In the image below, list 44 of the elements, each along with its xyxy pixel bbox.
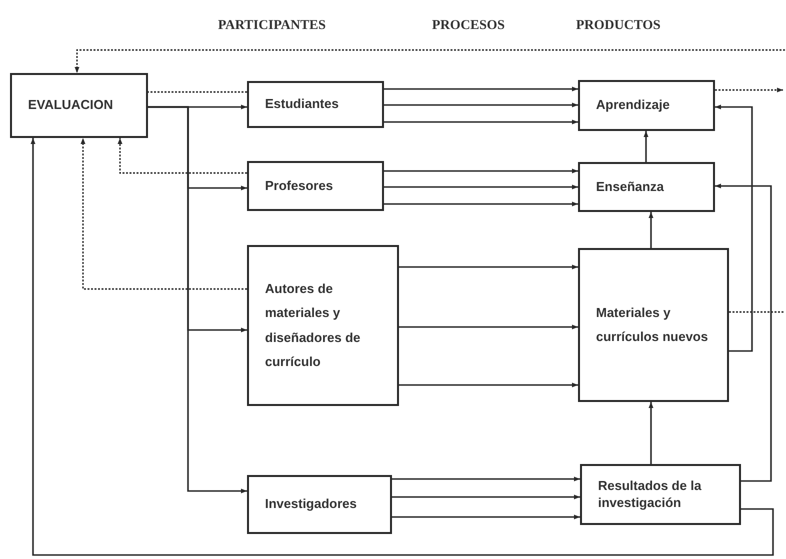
box-label: Enseñanza: [596, 178, 664, 196]
arrow: [384, 202, 578, 206]
column-heading: PRODUCTOS: [576, 17, 661, 33]
arrow: [30, 138, 774, 556]
process-box: [247, 245, 399, 406]
arrow: [644, 131, 648, 162]
dotted-arrow: [74, 49, 785, 73]
dotted-arrow: [715, 88, 783, 92]
arrow: [399, 264, 578, 270]
process-box: [247, 161, 384, 211]
arrow: [648, 402, 654, 464]
box-label: Resultados de la investigación: [598, 478, 702, 511]
arrow: [648, 212, 654, 248]
process-box: [247, 475, 392, 534]
arrow: [399, 382, 578, 388]
box-label: Autores de materiales y diseñadores de currículo: [265, 280, 362, 371]
arrow: [384, 86, 578, 92]
process-box: [10, 73, 148, 138]
dotted-arrow: [80, 138, 247, 290]
column-heading: PARTICIPANTES: [218, 17, 326, 33]
arrow: [392, 514, 580, 520]
arrow: [384, 184, 578, 190]
column-heading: PROCESOS: [432, 17, 505, 33]
dotted-arrow: [118, 138, 247, 174]
arrow: [392, 494, 580, 500]
box-label: EVALUACION: [28, 97, 113, 114]
process-box: [578, 162, 715, 212]
process-box: [580, 464, 741, 525]
box-label: Profesores: [265, 178, 333, 194]
box-label: Aprendizaje: [596, 97, 670, 114]
box-label: Estudiantes: [265, 96, 339, 113]
arrow: [148, 106, 247, 494]
arrow: [384, 168, 578, 174]
arrow: [392, 476, 580, 482]
arrow: [715, 184, 772, 482]
box-label: Materiales y currículos nuevos: [596, 304, 709, 346]
process-box: [247, 81, 384, 128]
arrow: [399, 324, 578, 330]
process-box: [578, 248, 729, 402]
box-label: Investigadores: [265, 496, 357, 513]
arrow: [384, 120, 578, 124]
arrow: [384, 102, 578, 108]
arrow: [715, 104, 753, 352]
process-box: [578, 80, 715, 131]
